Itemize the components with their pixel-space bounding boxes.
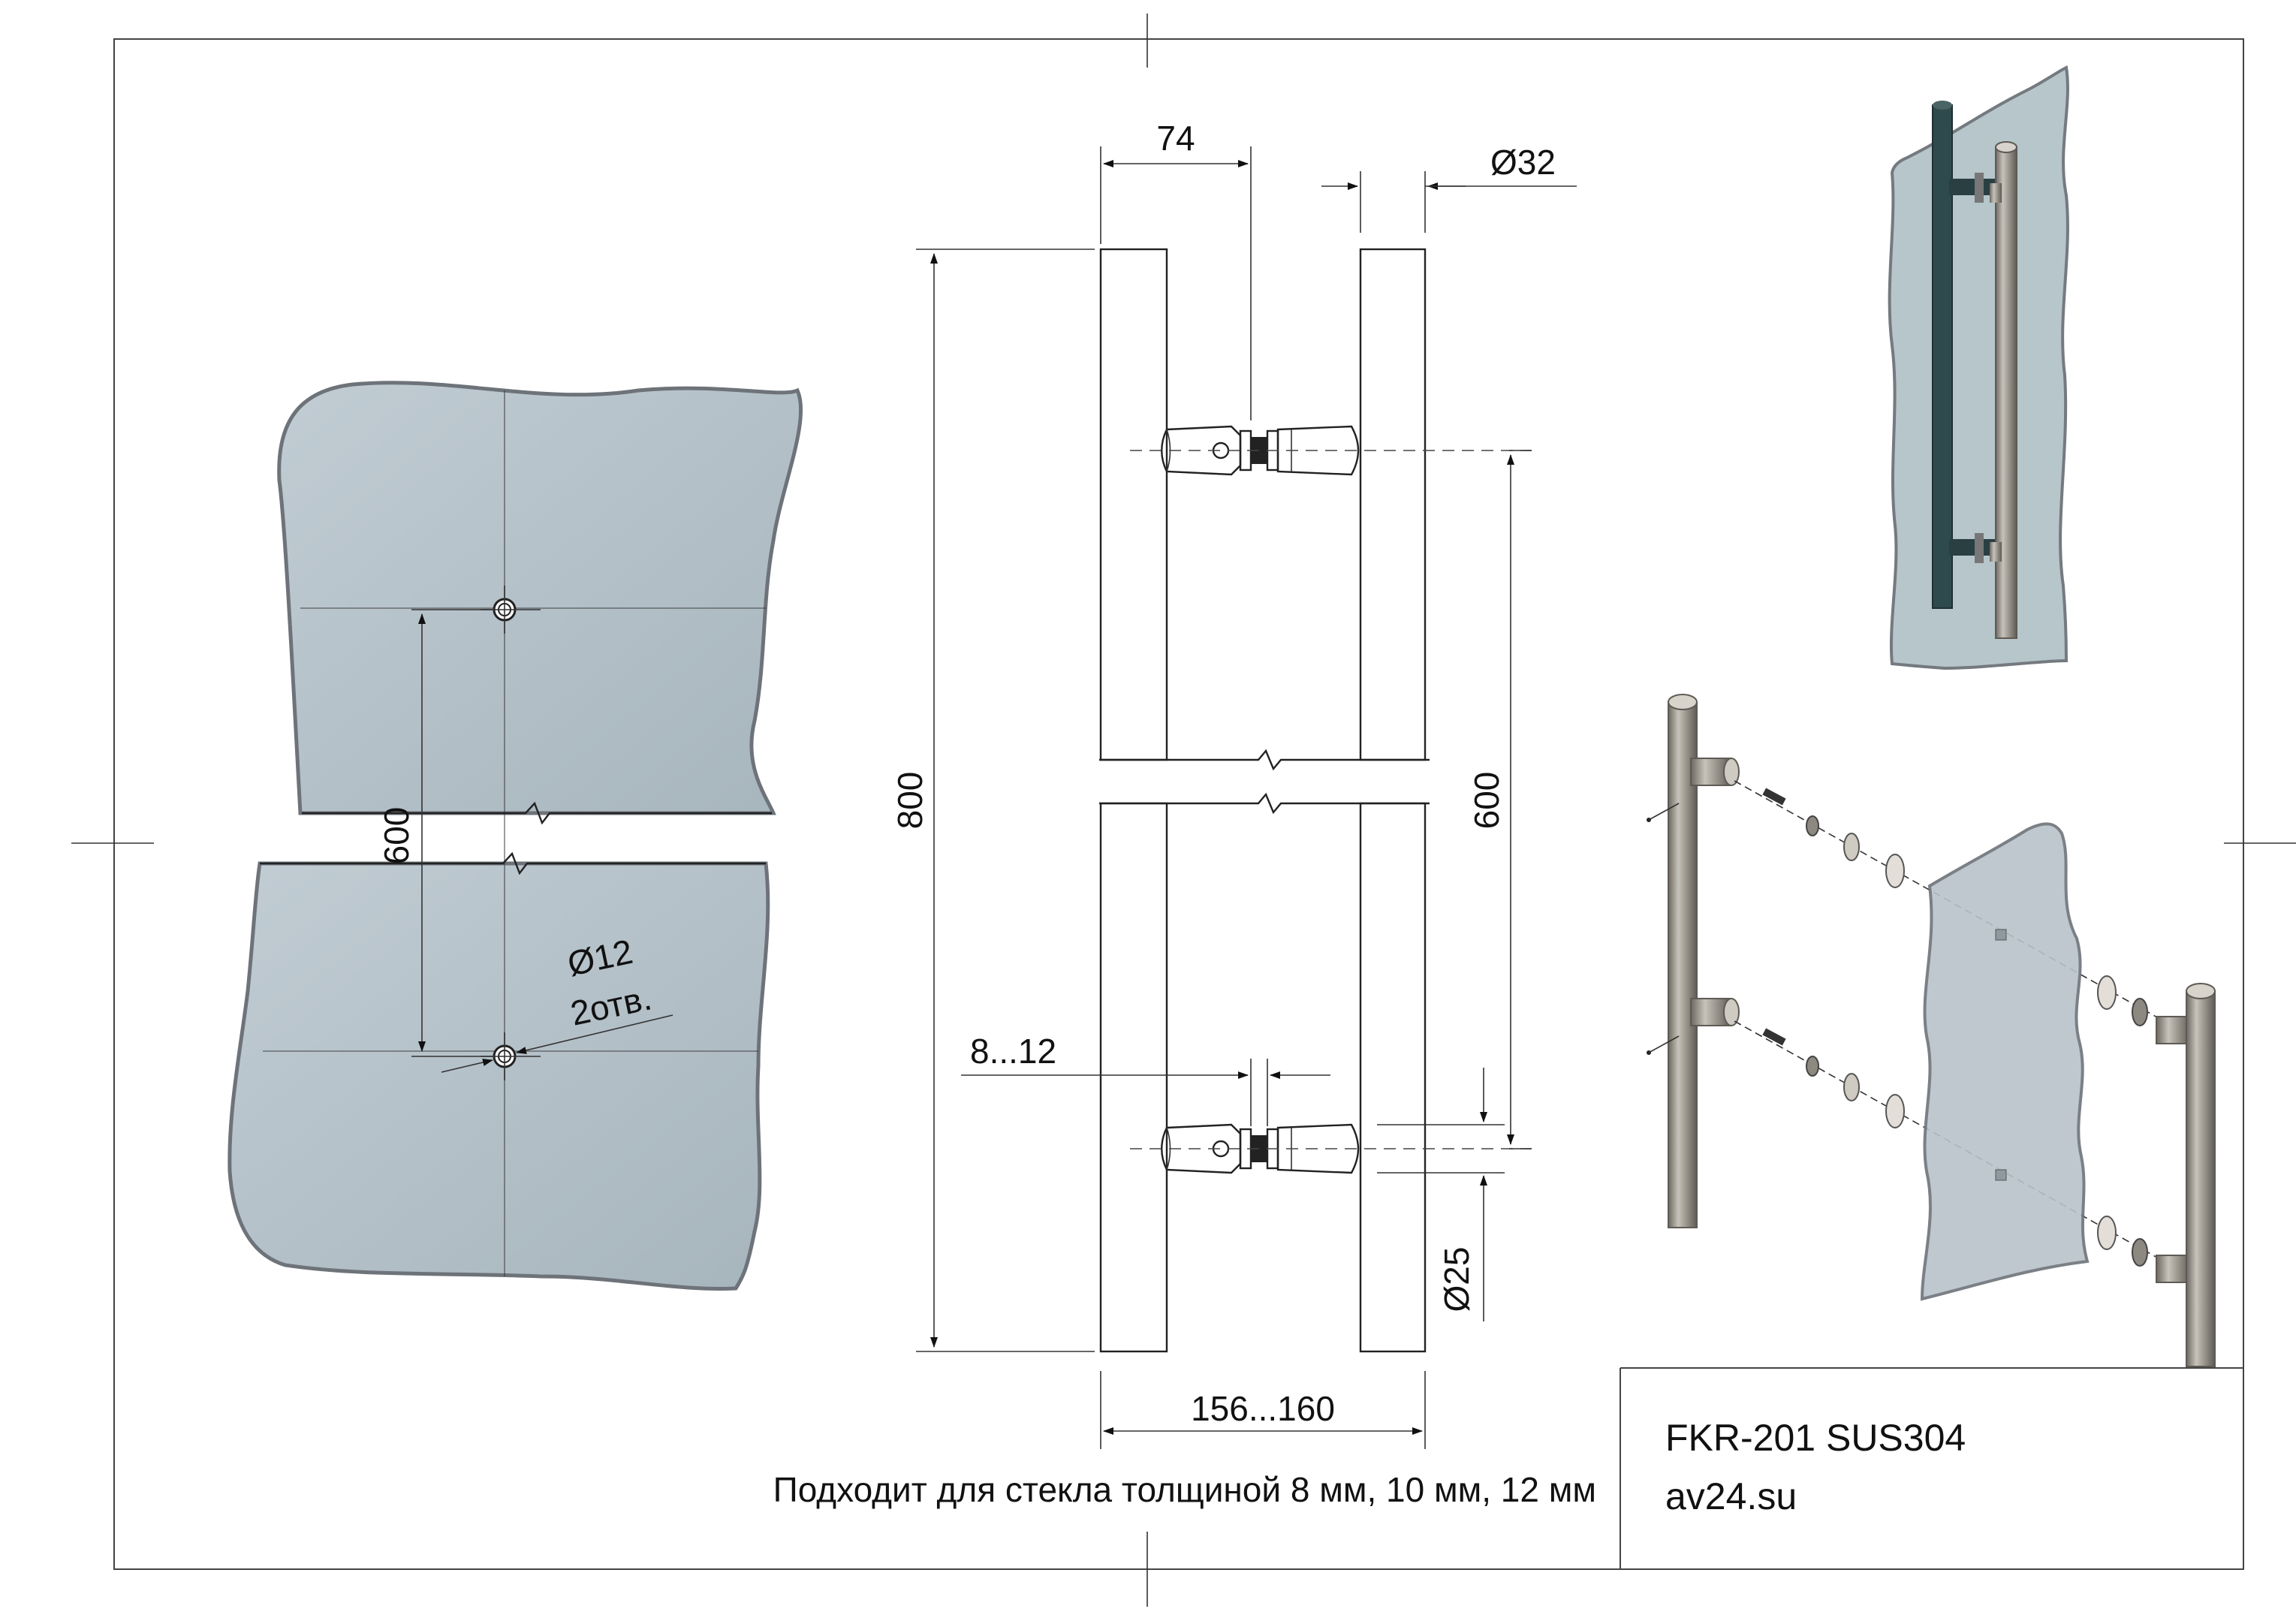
standoff-diameter-label: Ø25	[1437, 1247, 1476, 1312]
title-block: FKR-201 SUS304 av24.su	[1620, 1367, 2243, 1569]
glass-thickness-note: Подходит для стекла толщиной 8 мм, 10 мм…	[773, 1470, 1596, 1509]
centering-marks	[71, 14, 2296, 1607]
glass-panel-bottom	[227, 861, 770, 1291]
hole-distance-label: 600	[377, 807, 416, 865]
hole-top	[481, 586, 541, 634]
offset-label: 74	[1156, 119, 1195, 158]
overall-depth-label: 156...160	[1191, 1389, 1335, 1428]
model-code: FKR-201 SUS304	[1665, 1417, 1966, 1459]
standoff-bottom	[1130, 1123, 1532, 1174]
website: av24.su	[1665, 1475, 1797, 1517]
exploded-handle-iso-icon	[1647, 694, 2216, 1367]
glass-thickness-label: 8...12	[970, 1032, 1056, 1071]
center-distance-label: 600	[1467, 772, 1506, 830]
handle-elevation-view: 74 Ø32 800 600 8...12 Ø25 156.	[890, 119, 1577, 1449]
total-length-label: 800	[890, 772, 930, 830]
drawing-frame	[113, 38, 2244, 1570]
glass-panel-top	[277, 381, 803, 815]
standoff-top	[1130, 425, 1532, 476]
tube-diameter-label: Ø32	[1490, 143, 1556, 182]
glass-panel-view: 600 Ø12 2отв.	[227, 381, 803, 1291]
assembled-handle-iso-icon	[1888, 65, 2069, 670]
